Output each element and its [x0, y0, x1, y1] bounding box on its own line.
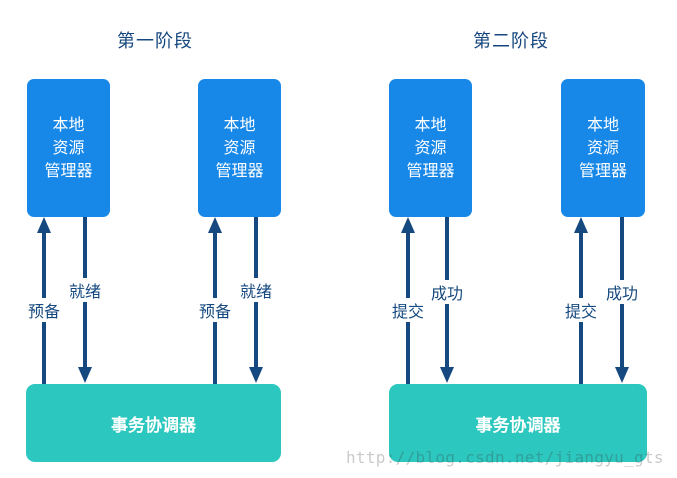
- resource-manager-label-line: 资源: [52, 139, 85, 157]
- arrow-label-ready: 就绪: [66, 278, 104, 302]
- resource-manager-label-line: 本地: [223, 116, 256, 134]
- resource-manager-box-2: 本地 资源 管理器: [198, 79, 281, 217]
- resource-manager-label-line: 资源: [414, 139, 447, 157]
- prepare-arrowhead-icon: [208, 217, 222, 233]
- coordinator-box-1: 事务协调器: [26, 384, 281, 462]
- arrow-label-success: 成功: [603, 280, 641, 304]
- resource-manager-label-line: 管理器: [44, 162, 93, 180]
- resource-manager-box-1: 本地 资源 管理器: [27, 79, 110, 217]
- arrow-label-prepare: 预备: [196, 298, 234, 322]
- resource-manager-label-line: 资源: [223, 139, 256, 157]
- resource-manager-box-3: 本地 资源 管理器: [389, 79, 472, 217]
- resource-manager-label-line: 本地: [414, 116, 447, 134]
- success-arrowhead-icon: [440, 367, 454, 383]
- commit-arrowhead-icon: [574, 217, 588, 233]
- arrow-label-commit: 提交: [389, 298, 427, 322]
- resource-manager-label-line: 管理器: [406, 162, 455, 180]
- arrow-label-commit: 提交: [562, 298, 600, 322]
- resource-manager-label-line: 资源: [586, 139, 619, 157]
- resource-manager-label-line: 本地: [52, 116, 85, 134]
- prepare-arrowhead-icon: [37, 217, 51, 233]
- phase1-title: 第一阶段: [117, 31, 193, 51]
- ready-arrowhead-icon: [249, 367, 263, 383]
- arrow-label-success: 成功: [428, 280, 466, 304]
- resource-manager-box-4: 本地 资源 管理器: [561, 79, 645, 217]
- coordinator-label: 事务协调器: [111, 415, 196, 435]
- ready-arrowhead-icon: [78, 367, 92, 383]
- arrow-label-prepare: 预备: [25, 298, 63, 322]
- coordinator-box-2: 事务协调器: [389, 384, 647, 462]
- phase2-title: 第二阶段: [473, 31, 549, 51]
- resource-manager-label-line: 管理器: [578, 162, 627, 180]
- resource-manager-label-line: 本地: [586, 116, 619, 134]
- arrow-label-ready: 就绪: [237, 278, 275, 302]
- success-arrowhead-icon: [615, 367, 629, 383]
- commit-arrowhead-icon: [401, 217, 415, 233]
- watermark: http://blog.csdn.net/jiangyu_gts: [346, 448, 664, 467]
- coordinator-label: 事务协调器: [475, 415, 561, 435]
- resource-manager-label-line: 管理器: [215, 162, 264, 180]
